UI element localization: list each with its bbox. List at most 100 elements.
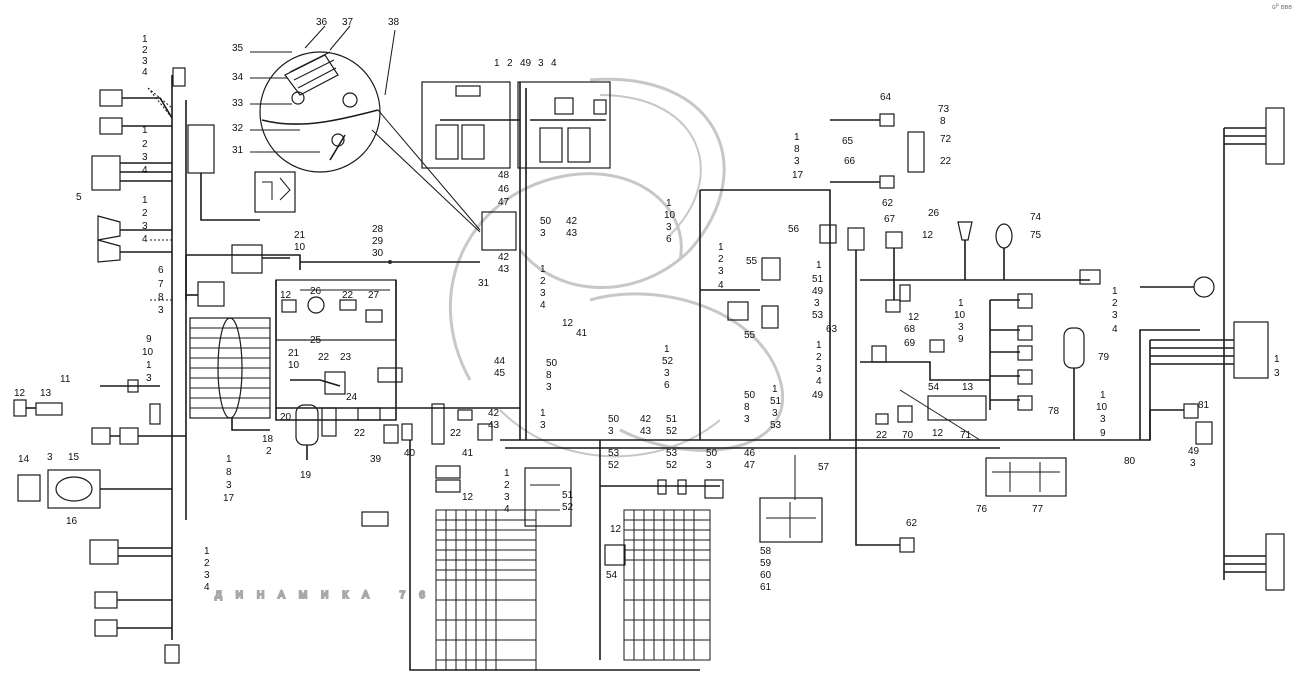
label: 52: [662, 356, 674, 367]
label: 51: [562, 490, 574, 501]
label: 35: [232, 43, 244, 54]
label: 43: [566, 228, 578, 239]
label: 5: [76, 192, 82, 203]
corner-mark: ɢᴾ ʙʙʙ: [1272, 4, 1292, 11]
label: 1: [1112, 286, 1118, 297]
label: 10: [288, 360, 300, 371]
label: 80: [1124, 456, 1136, 467]
label: 68: [904, 324, 916, 335]
label: 50: [546, 358, 558, 369]
label: 42: [488, 408, 500, 419]
label: 2: [718, 254, 724, 265]
label: 4: [718, 280, 724, 291]
label: 53: [770, 420, 782, 431]
label: 1: [718, 242, 724, 253]
label: 74: [1030, 212, 1042, 223]
label: 51: [770, 396, 782, 407]
label: 55: [744, 330, 756, 341]
label: 3: [540, 228, 546, 239]
label: 45: [494, 368, 506, 379]
label: 76: [976, 504, 988, 515]
label: 79: [1098, 352, 1110, 363]
left-harness: [13, 67, 301, 664]
label: 3: [816, 364, 822, 375]
label: 22: [342, 290, 354, 301]
label: 4: [204, 582, 210, 593]
label: 26: [310, 286, 322, 297]
label: 1: [772, 384, 778, 395]
label: 2: [504, 480, 510, 491]
label: 22: [940, 156, 952, 167]
label: 12: [562, 318, 574, 329]
label: 3: [794, 156, 800, 167]
label: 3: [718, 266, 724, 277]
label: 61: [760, 582, 772, 593]
label: 3: [744, 414, 750, 425]
label: 3: [47, 452, 53, 463]
label: 42: [640, 414, 652, 425]
label: 6: [664, 380, 670, 391]
label: 3: [226, 480, 232, 491]
label: 10: [142, 347, 154, 358]
label: 1: [494, 58, 500, 69]
label: 42: [566, 216, 578, 227]
label: 1: [816, 260, 822, 271]
label: 41: [576, 328, 588, 339]
label: 12: [932, 428, 944, 439]
label: 64: [880, 92, 892, 103]
label: 12: [14, 388, 26, 399]
label: 1: [142, 34, 148, 45]
label: 49: [1188, 446, 1200, 457]
label: 34: [232, 72, 244, 83]
label: 12: [462, 492, 474, 503]
label: 4: [142, 165, 148, 176]
label: 52: [666, 426, 678, 437]
label: 46: [498, 184, 510, 195]
label: 1: [1100, 390, 1106, 401]
label: 2: [142, 208, 148, 219]
label: 4: [142, 67, 148, 78]
label: 2: [816, 352, 822, 363]
label: 4: [816, 376, 822, 387]
label: 14: [18, 454, 30, 465]
label: 4: [142, 234, 148, 245]
label: 3: [204, 570, 210, 581]
label: 13: [962, 382, 974, 393]
label: 1: [540, 264, 546, 275]
label: 72: [940, 134, 952, 145]
center-lower: [361, 439, 1140, 671]
label: 42: [498, 252, 510, 263]
label: 62: [882, 198, 894, 209]
label: 3: [538, 58, 544, 69]
label: 4: [1112, 324, 1118, 335]
label: 38: [388, 17, 400, 28]
label: 1: [146, 360, 152, 371]
label: 62: [906, 518, 918, 529]
label: 24: [346, 392, 358, 403]
label: 1: [1274, 354, 1280, 365]
label: 2: [540, 276, 546, 287]
label: 2: [204, 558, 210, 569]
label: 78: [1048, 406, 1060, 417]
label: 8: [744, 402, 750, 413]
label: 10: [1096, 402, 1108, 413]
inset-detail: [250, 25, 481, 233]
label: 65: [842, 136, 854, 147]
label: 4: [540, 300, 546, 311]
label: 1: [540, 408, 546, 419]
label: 2: [1112, 298, 1118, 309]
label: 9: [146, 334, 152, 345]
center-middle: [231, 279, 520, 460]
label: 50: [744, 390, 756, 401]
label: 6: [158, 265, 164, 276]
label: 49: [520, 58, 532, 69]
label: 3: [142, 56, 148, 67]
label: 66: [844, 156, 856, 167]
label: 22: [318, 352, 330, 363]
label: 63: [826, 324, 838, 335]
label: 2: [507, 58, 513, 69]
label: 32: [232, 123, 244, 134]
label: 1: [816, 340, 822, 351]
label: 67: [884, 214, 896, 225]
